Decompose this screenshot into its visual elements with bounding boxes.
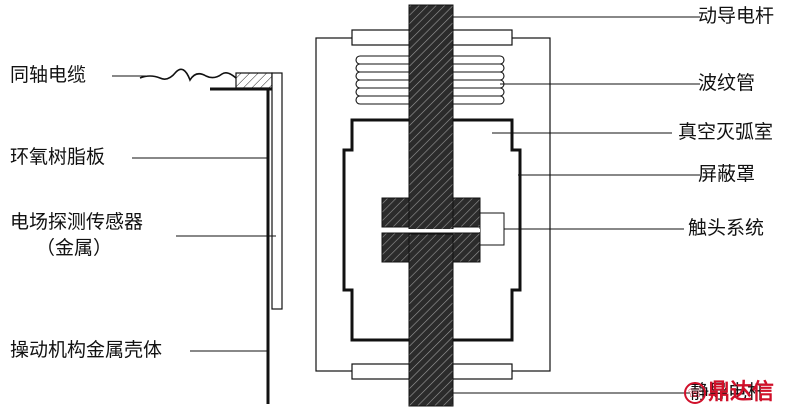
label-shield: 屏蔽罩	[698, 163, 756, 185]
label-coax-cable: 同轴电缆	[10, 64, 87, 86]
label-contact-system: 触头系统	[688, 217, 765, 239]
label-moving-rod: 动导电杆	[698, 5, 775, 27]
label-static-rod: 静导电杆	[690, 381, 767, 403]
watermark-text: 鼎达信	[708, 380, 775, 405]
conducting-rod-upper	[408, 4, 454, 232]
watermark-icon: ☏	[684, 382, 706, 404]
epoxy-board	[271, 72, 283, 310]
coax-cable-line	[139, 68, 239, 82]
label-vacuum-chamber: 真空灭弧室	[678, 121, 774, 143]
vacuum-chamber-outline	[342, 118, 522, 342]
contact-side-box	[479, 212, 505, 246]
bellows	[355, 55, 505, 105]
watermark-logo: ☏鼎达信	[684, 374, 774, 406]
label-bellows: 波纹管	[698, 72, 756, 94]
label-epoxy-board: 环氧树脂板	[10, 146, 106, 168]
label-sensor-line2: （金属）	[36, 237, 113, 259]
label-mechanism-housing: 操动机构金属壳体	[10, 339, 163, 361]
conducting-rod-lower	[408, 233, 454, 407]
label-sensor-line1: 电场探测传感器	[10, 211, 144, 233]
cable-connector	[235, 72, 273, 89]
